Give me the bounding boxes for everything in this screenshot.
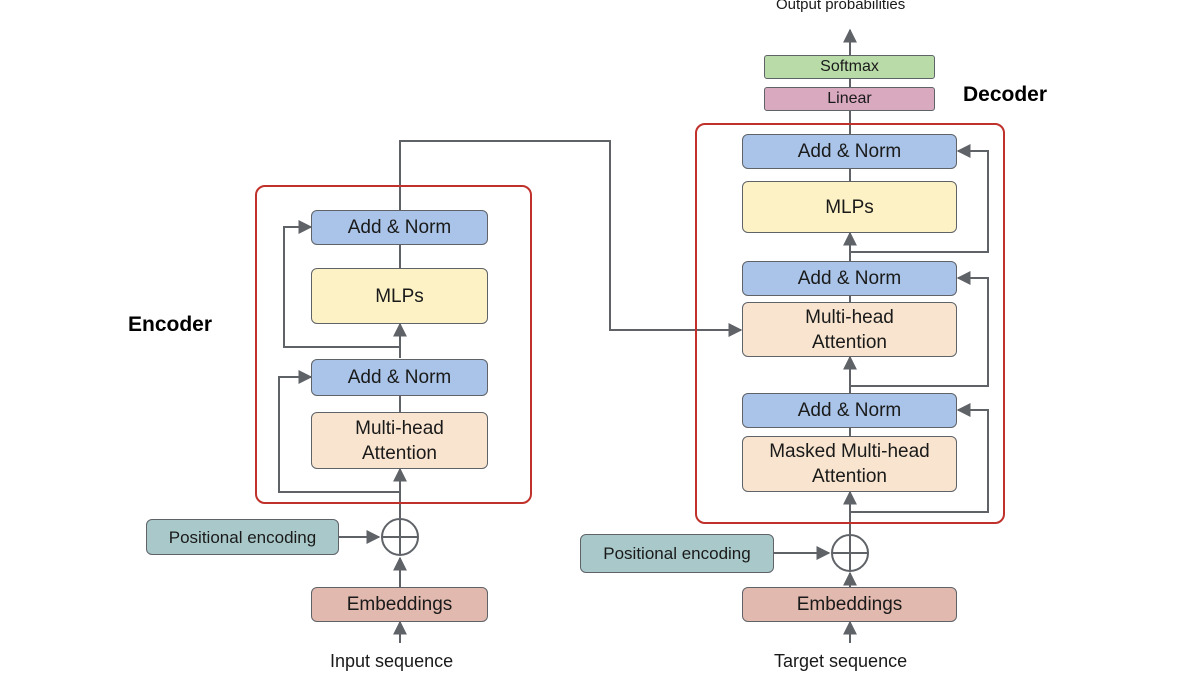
circled-plus-icon <box>381 518 419 556</box>
circled-plus-icon <box>831 534 869 572</box>
encoder-add-norm-bottom: Add & Norm <box>311 359 488 396</box>
dec-residual-1 <box>850 403 989 513</box>
enc-residual-2 <box>283 220 400 348</box>
decoder-add-norm-mid: Add & Norm <box>742 261 957 296</box>
encoder-mlps: MLPs <box>311 268 488 324</box>
decoder-title: Decoder <box>963 83 1048 106</box>
output-probabilities-label: Output probabilities <box>776 0 906 13</box>
encoder-title: Encoder <box>128 313 213 336</box>
decoder-linear: Linear <box>764 87 935 111</box>
decoder-frame <box>695 123 1005 524</box>
target-sequence-label: Target sequence <box>774 651 908 671</box>
encoder-attention-line-2: Attention <box>362 442 437 464</box>
dec-residual-3 <box>850 144 989 253</box>
input-sequence-label: Input sequence <box>330 651 454 671</box>
decoder-masked-attention-line-1: Masked Multi-head <box>769 441 930 462</box>
encoder-frame <box>255 185 532 504</box>
encoder-positional-encoding: Positional encoding <box>146 519 339 555</box>
decoder-mlps: MLPs <box>742 181 957 233</box>
enc-residual-1 <box>278 370 400 493</box>
encoder-embeddings: Embeddings <box>311 587 488 622</box>
decoder-masked-attention: Masked Multi-head Attention <box>742 436 957 492</box>
decoder-positional-encoding: Positional encoding <box>580 534 774 573</box>
decoder-embeddings: Embeddings <box>742 587 957 622</box>
decoder-cross-attention: Multi-head Attention <box>742 302 957 357</box>
encoder-attention-line-1: Multi-head <box>355 417 444 439</box>
encoder-multi-head-attention: Multi-head Attention <box>311 412 488 469</box>
encoder-add-norm-top: Add & Norm <box>311 210 488 245</box>
decoder-add-norm-bottom: Add & Norm <box>742 393 957 428</box>
decoder-masked-attention-line-2: Attention <box>812 466 887 487</box>
decoder-cross-attention-line-2: Attention <box>812 331 887 353</box>
dec-residual-2 <box>850 271 989 387</box>
decoder-add-norm-top: Add & Norm <box>742 134 957 169</box>
decoder-cross-attention-line-1: Multi-head <box>805 306 894 328</box>
enc-to-dec-cross <box>399 140 743 337</box>
decoder-softmax: Softmax <box>764 55 935 79</box>
